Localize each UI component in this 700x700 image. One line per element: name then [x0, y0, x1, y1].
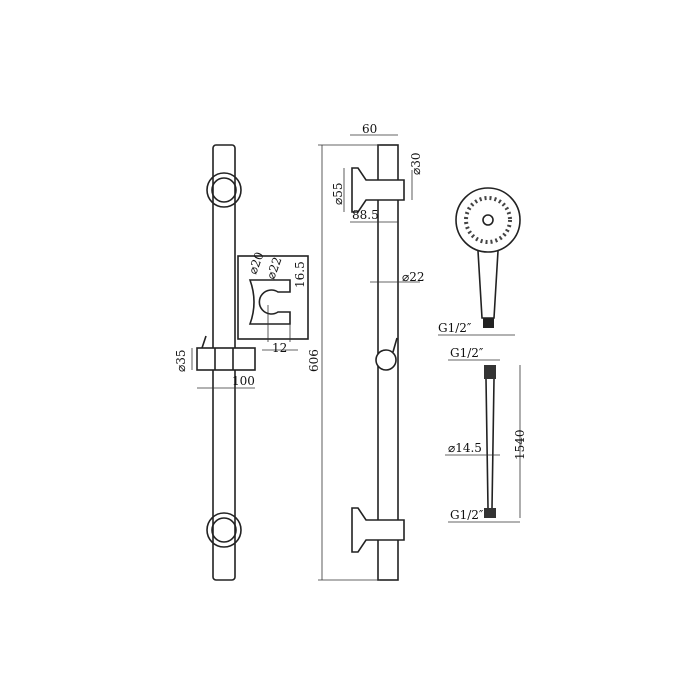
bottom-bracket — [351, 507, 405, 553]
width-60-label: 60 — [362, 122, 377, 136]
slider-lever — [201, 335, 207, 349]
shower-handle — [477, 250, 499, 319]
clip-dia-22-label: ⌀22 — [264, 255, 285, 281]
dia-55-label: ⌀55 — [331, 183, 345, 206]
slider-100-label: 100 — [232, 374, 255, 388]
bottom-wall-bracket — [206, 512, 242, 548]
len-88-5-label: 88.5 — [352, 208, 379, 222]
side-view: 60 ⌀30 ⌀55 88.5 ⌀22 606 — [307, 122, 425, 581]
top-wall-bracket — [206, 172, 242, 208]
top-wall-bracket-inner — [211, 177, 237, 203]
hose-dia-label: ⌀14.5 — [448, 441, 482, 455]
bottom-wall-bracket-inner — [211, 517, 237, 543]
slider — [196, 347, 256, 371]
hose-bottom-nut — [484, 508, 496, 518]
rail-dia-22-label: ⌀22 — [402, 270, 425, 284]
thread-hose-top-label: G1/2″ — [450, 346, 484, 360]
shower-head-center — [482, 214, 494, 226]
slider-knob — [375, 349, 397, 371]
slider-lever — [392, 337, 398, 353]
dia-30-label: ⌀30 — [409, 153, 423, 176]
hose-top-nut — [484, 365, 496, 379]
top-bracket — [351, 167, 405, 213]
thread-hose-bottom-label: G1/2″ — [450, 508, 484, 522]
hand-shower-and-hose: G1/2″ G1/2″ ⌀14.5 1540 G1/2″ — [438, 187, 527, 523]
height-606-label: 606 — [307, 349, 321, 372]
hose-len-label: 1540 — [513, 429, 527, 460]
slider-dia-35-label: ⌀35 — [174, 350, 188, 373]
shower-head — [455, 187, 521, 253]
thread-head-label: G1/2″ — [438, 321, 472, 335]
clip-profile — [248, 279, 291, 325]
clip-16-5-label: 16.5 — [293, 261, 307, 288]
clip-dia-20-label: ⌀20 — [246, 250, 267, 276]
clip-detail-box — [237, 255, 309, 340]
clip-12-label: 12 — [272, 341, 287, 355]
spray-nozzles — [464, 196, 512, 244]
front-view: ⌀35 100 12 16.5 ⌀20 ⌀22 — [174, 144, 309, 581]
hose — [485, 378, 495, 509]
head-connector — [483, 318, 494, 328]
